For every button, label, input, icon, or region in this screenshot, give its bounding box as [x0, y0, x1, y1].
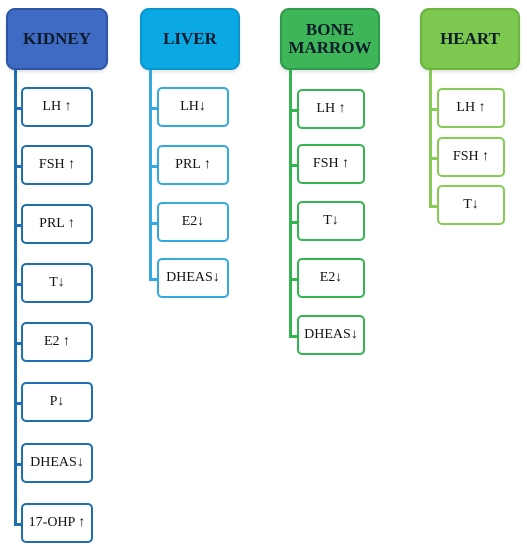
bone-marrow-branch: [289, 109, 298, 112]
liver-branch: [149, 165, 158, 168]
kidney-branch: [14, 165, 22, 168]
bone-marrow-item-t: T↓: [297, 201, 365, 241]
bone-marrow-connector-line: [289, 70, 292, 337]
liver-branch: [149, 107, 158, 110]
kidney-item-t: T↓: [21, 263, 93, 303]
liver-header: LIVER: [140, 8, 240, 70]
bone-marrow-branch: [289, 335, 298, 338]
kidney-item-fsh: FSH ↑: [21, 145, 93, 185]
kidney-branch: [14, 283, 22, 286]
liver-item-e2: E2↓: [157, 202, 229, 242]
liver-column: LIVER LH↓ PRL ↑ E2↓ DHEAS↓: [130, 0, 250, 550]
heart-branch: [429, 108, 438, 111]
kidney-branch: [14, 107, 22, 110]
kidney-item-17-ohp: 17-OHP ↑: [21, 503, 93, 543]
kidney-item-dheas: DHEAS↓: [21, 443, 93, 483]
kidney-branch: [14, 224, 22, 227]
kidney-item-lh: LH ↑: [21, 87, 93, 127]
kidney-column: KIDNEY LH ↑ FSH ↑ PRL ↑ T↓ E2 ↑ P↓ DHEAS…: [0, 0, 130, 550]
liver-item-prl: PRL ↑: [157, 145, 229, 185]
heart-column: HEART LH ↑ FSH ↑ T↓: [410, 0, 527, 550]
bone-marrow-item-e2: E2↓: [297, 258, 365, 298]
liver-item-dheas: DHEAS↓: [157, 258, 229, 298]
heart-item-fsh: FSH ↑: [437, 137, 505, 177]
heart-item-lh: LH ↑: [437, 88, 505, 128]
heart-header: HEART: [420, 8, 520, 70]
bone-marrow-branch: [289, 221, 298, 224]
kidney-branch: [14, 463, 22, 466]
liver-item-lh: LH↓: [157, 87, 229, 127]
liver-connector-line: [149, 70, 152, 280]
heart-branch: [429, 157, 438, 160]
bone-marrow-item-dheas: DHEAS↓: [297, 315, 365, 355]
kidney-branch: [14, 342, 22, 345]
heart-connector-line: [429, 70, 432, 207]
bone-marrow-item-fsh: FSH ↑: [297, 144, 365, 184]
heart-branch: [429, 205, 438, 208]
kidney-header: KIDNEY: [6, 8, 108, 70]
kidney-branch: [14, 523, 22, 526]
bone-marrow-column: BONE MARROW LH ↑ FSH ↑ T↓ E2↓ DHEAS↓: [270, 0, 390, 550]
kidney-item-prl: PRL ↑: [21, 204, 93, 244]
bone-marrow-branch: [289, 164, 298, 167]
heart-item-t: T↓: [437, 185, 505, 225]
bone-marrow-item-lh: LH ↑: [297, 89, 365, 129]
kidney-item-e2: E2 ↑: [21, 322, 93, 362]
kidney-branch: [14, 402, 22, 405]
kidney-connector-line: [14, 70, 17, 525]
liver-branch: [149, 278, 158, 281]
liver-branch: [149, 222, 158, 225]
kidney-item-p: P↓: [21, 382, 93, 422]
bone-marrow-header: BONE MARROW: [280, 8, 380, 70]
bone-marrow-branch: [289, 278, 298, 281]
